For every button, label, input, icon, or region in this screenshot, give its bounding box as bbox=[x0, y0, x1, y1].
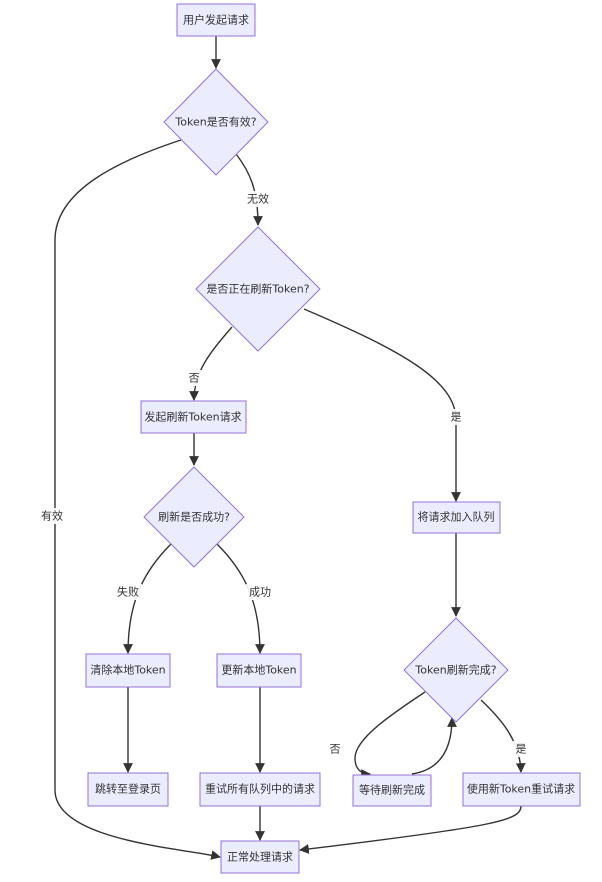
node-start: 用户发起请求 bbox=[176, 3, 256, 37]
node-wait-refresh: 等待刷新完成 bbox=[352, 774, 432, 807]
edge-label-success: 成功 bbox=[249, 586, 271, 599]
edge-label-not-refreshing: 否 bbox=[189, 372, 200, 385]
node-enqueue: 将请求加入队列 bbox=[412, 501, 501, 534]
node-retry-queue-label: 重试所有队列中的请求 bbox=[205, 782, 315, 796]
node-goto-login: 跳转至登录页 bbox=[87, 772, 169, 807]
node-retry-queue: 重试所有队列中的请求 bbox=[199, 772, 321, 807]
node-refresh-ok-label: 刷新是否成功? bbox=[158, 510, 230, 524]
node-update-token: 更新本地Token bbox=[216, 653, 302, 688]
edge-refresh-done-to-retry-new bbox=[480, 699, 526, 773]
edge-token-valid-to-refreshing bbox=[235, 153, 263, 226]
node-wait-refresh-label: 等待刷新完成 bbox=[359, 783, 425, 797]
edge-token-valid-to-normal bbox=[54, 139, 221, 860]
node-clear-token-label: 清除本地Token bbox=[90, 663, 165, 677]
node-retry-new: 使用新Token重试请求 bbox=[462, 772, 581, 807]
node-refreshing: 是否正在刷新Token? bbox=[195, 226, 321, 352]
edge-label-valid: 有效 bbox=[41, 509, 63, 523]
edge-label-invalid: 无效 bbox=[247, 192, 269, 206]
edge-refresh-done-to-wait bbox=[354, 691, 426, 779]
edge-retry-new-to-normal bbox=[299, 805, 522, 854]
node-start-label: 用户发起请求 bbox=[183, 13, 249, 27]
edge-label-fail: 失败 bbox=[117, 585, 139, 599]
node-send-refresh-label: 发起刷新Token请求 bbox=[144, 410, 241, 424]
node-token-valid-label: Token是否有效? bbox=[174, 115, 256, 129]
node-goto-login-label: 跳转至登录页 bbox=[95, 782, 161, 796]
node-enqueue-label: 将请求加入队列 bbox=[418, 510, 495, 524]
node-refresh-ok: 刷新是否成功? bbox=[143, 466, 245, 568]
node-send-refresh: 发起刷新Token请求 bbox=[140, 400, 247, 434]
edge-refreshing-to-send-refresh bbox=[189, 326, 233, 401]
node-refresh-done-label: Token刷新完成? bbox=[414, 663, 496, 677]
edge-label-done: 是 bbox=[516, 743, 527, 756]
node-normal: 正常处理请求 bbox=[220, 840, 300, 874]
node-retry-new-label: 使用新Token重试请求 bbox=[467, 782, 575, 796]
edge-refreshing-to-enqueue bbox=[303, 308, 461, 502]
node-normal-label: 正常处理请求 bbox=[227, 851, 293, 864]
node-token-valid: Token是否有效? bbox=[163, 68, 269, 176]
node-refreshing-label: 是否正在刷新Token? bbox=[206, 282, 309, 296]
edge-wait-to-refresh-done bbox=[411, 717, 457, 775]
edge-labels: 无效 有效 否 是 失败 成功 否 是 bbox=[39, 191, 529, 757]
edge-label-not-done: 否 bbox=[330, 743, 341, 756]
edge-label-is-refreshing: 是 bbox=[451, 411, 462, 424]
node-clear-token: 清除本地Token bbox=[85, 653, 171, 688]
edges bbox=[54, 36, 526, 860]
node-update-token-label: 更新本地Token bbox=[221, 663, 296, 677]
node-refresh-done: Token刷新完成? bbox=[403, 617, 509, 723]
